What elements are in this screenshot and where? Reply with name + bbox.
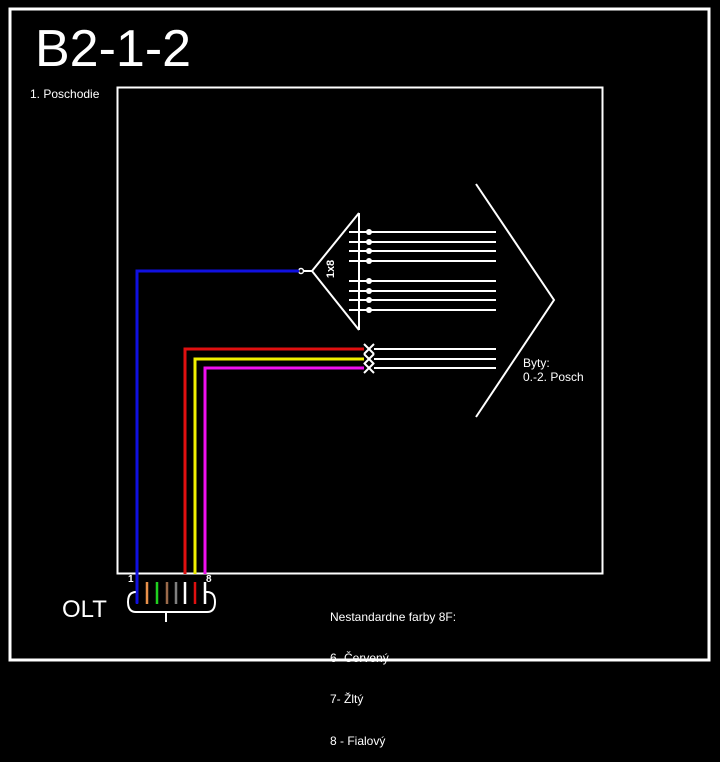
splitter-input-connector: [297, 267, 305, 275]
apartments-bracket: [475, 183, 556, 418]
legend-item: 8 - Fialový: [330, 733, 386, 748]
apartments-label: Byty:0.-2. Posch: [523, 356, 584, 385]
splitter-output-dot: [366, 297, 372, 303]
legend-item: 6- Červený: [330, 650, 389, 665]
splitter-output-dot: [366, 239, 372, 245]
outer-frame: [8, 7, 711, 662]
splitter-output-dot: [366, 278, 372, 284]
splitter-output-dot: [366, 229, 372, 235]
color-legend: Nestandardne farby 8F: 6- Červený 7- Žlt…: [330, 583, 456, 762]
direct-fibers: [363, 343, 496, 374]
apartments-label-line1: Byty:: [523, 356, 550, 370]
splice-cross-icon: [363, 343, 375, 355]
splitter-output-dot: [366, 248, 372, 254]
fiber-run-port-8: [203, 366, 364, 574]
splitter-output-dot: [366, 307, 372, 313]
splice-cross-icon: [363, 353, 375, 365]
olt-ports: [135, 574, 207, 604]
fiber-run-port-6: [183, 347, 364, 574]
fiber-runs: [135, 269, 364, 603]
page-title: B2-1-2: [35, 20, 192, 78]
legend-item: 7- Žltý: [330, 692, 364, 707]
splitter-output-dot: [366, 288, 372, 294]
olt-label: OLT: [62, 596, 107, 623]
floor-box: [116, 86, 604, 575]
legend-heading: Nestandardne farby 8F:: [330, 609, 457, 624]
fiber-run-port-1: [135, 269, 299, 603]
olt-port-first-label: 1: [128, 574, 134, 585]
fiber-run-port-7: [193, 357, 364, 574]
olt-connector-body: [126, 591, 217, 613]
olt-connector: [126, 574, 217, 622]
splitter-label: 1x8: [325, 259, 338, 279]
diagram-canvas: [8, 7, 711, 662]
apartments-label-line2: 0.-2. Posch: [523, 369, 584, 384]
floor-label: 1. Poschodie: [30, 87, 100, 101]
splice-cross-icon: [363, 362, 375, 374]
splitter: [297, 212, 496, 331]
splitter-output-dot: [366, 258, 372, 264]
olt-port-last-label: 8: [206, 574, 212, 585]
splitter-outputs: [349, 229, 496, 313]
